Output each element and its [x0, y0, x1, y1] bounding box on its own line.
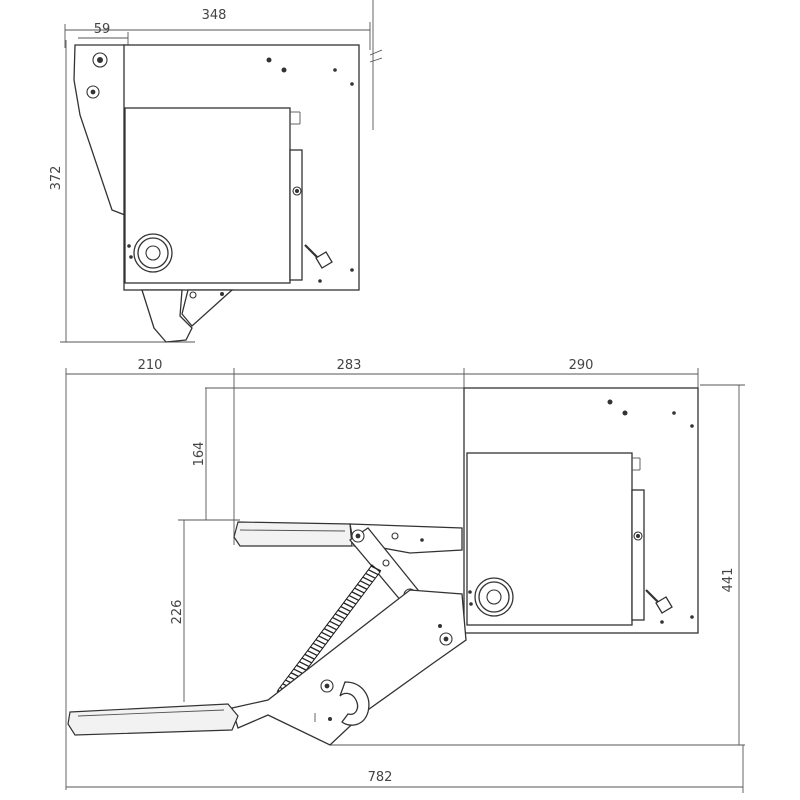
- dim-bottom-overall-height: 441: [721, 568, 736, 593]
- dim-bottom-lower-height: 226: [170, 600, 185, 625]
- dim-top-offset: 59: [94, 22, 111, 37]
- top-bracket: [73, 44, 126, 216]
- dim-bottom-right: 290: [569, 358, 594, 373]
- dim-bottom-middle: 283: [337, 358, 362, 373]
- lower-handle: [67, 703, 239, 736]
- dim-top-width: 348: [202, 8, 227, 23]
- bottom-view: 210 283 290 164 226 441 782: [65, 358, 745, 793]
- lower-arm: [231, 589, 467, 746]
- dim-bottom-left: 210: [138, 358, 163, 373]
- dim-bottom-overall-width: 782: [368, 770, 393, 785]
- top-view: 348 59 372: [49, 0, 383, 343]
- top-arm: [141, 289, 193, 343]
- dim-top-height: 372: [49, 166, 64, 191]
- hook-cam: [339, 681, 370, 726]
- upper-handle: [233, 521, 353, 547]
- dim-bottom-upper-height: 164: [192, 442, 207, 467]
